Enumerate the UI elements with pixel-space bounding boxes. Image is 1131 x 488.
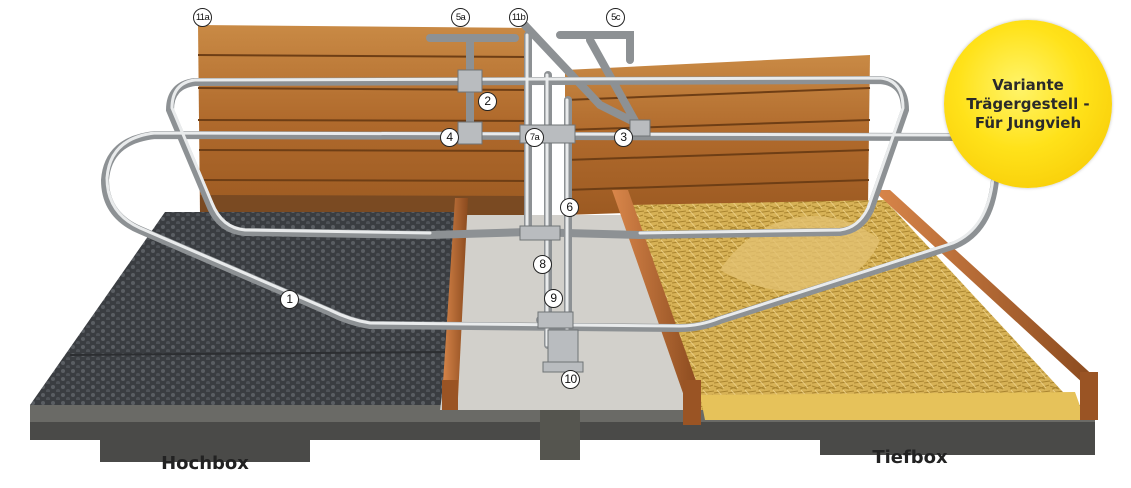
rubber-mat	[30, 212, 455, 405]
hochbox-label: Hochbox	[161, 453, 249, 474]
badge-line-1: Variante	[992, 75, 1064, 94]
callout-9: 9	[544, 289, 563, 308]
badge-line-3: Für Jungvieh	[974, 113, 1082, 132]
callout-10: 10	[561, 370, 580, 389]
callout-5a: 5a	[451, 8, 470, 27]
callout-6: 6	[560, 198, 579, 217]
callout-1: 1	[280, 290, 299, 309]
wooden-curbs	[442, 190, 1098, 425]
badge-line-2: Trägergestell -	[966, 94, 1090, 113]
callout-2: 2	[478, 92, 497, 111]
callout-4: 4	[440, 128, 459, 147]
callout-8: 8	[533, 255, 552, 274]
callout-3: 3	[614, 128, 633, 147]
callout-7a: 7a	[525, 128, 544, 147]
callout-5c: 5c	[606, 8, 625, 27]
variant-badge-text: Variante Trägergestell - Für Jungvieh	[958, 76, 1098, 133]
callout-11a: 11a	[193, 8, 212, 27]
callout-11b: 11b	[509, 8, 528, 27]
variant-badge: Variante Trägergestell - Für Jungvieh	[944, 20, 1112, 188]
tiefbox-label: Tiefbox	[872, 447, 948, 468]
